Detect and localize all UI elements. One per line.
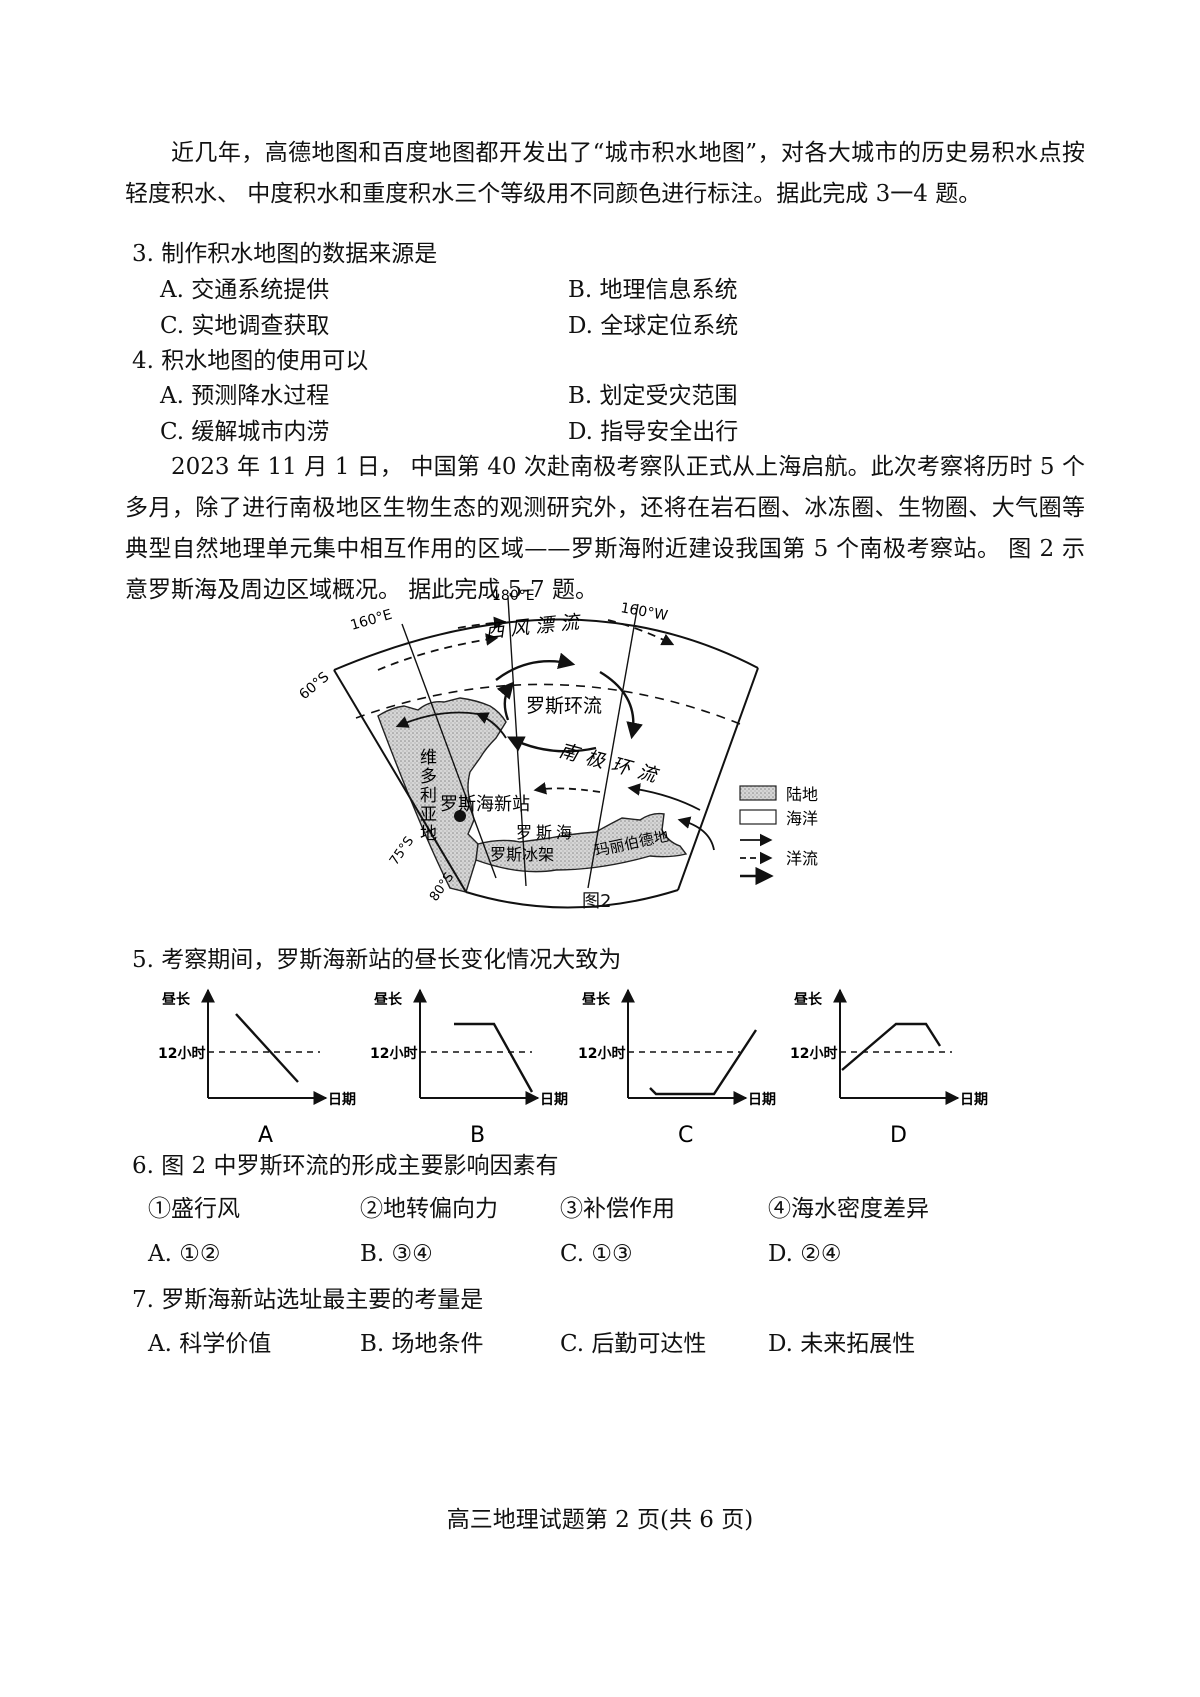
label-ross-gyre: 罗斯环流 <box>526 695 602 717</box>
graph-C-curve <box>649 1029 758 1096</box>
graph-C-option-label: C <box>678 1123 693 1148</box>
question-6-factor-3: ③补偿作用 <box>560 1196 675 1222</box>
graph-D-y-label: 昼长 <box>794 991 823 1008</box>
question-6-option-a: A. ①② <box>148 1241 221 1267</box>
label-station: 罗斯海新站 <box>440 794 530 815</box>
question-3-option-a: A. 交通系统提供 <box>160 277 330 303</box>
legend-land: 陆地 <box>786 785 818 804</box>
graph-A-ref-label: 12小时 <box>158 1045 205 1062</box>
question-3-option-c: C. 实地调查获取 <box>160 313 330 339</box>
figure-2-caption: 图2 <box>582 891 612 912</box>
label-160w: 160°W <box>619 600 669 624</box>
legend-ocean: 海洋 <box>786 809 818 828</box>
question-6-factor-2: ②地转偏向力 <box>360 1196 498 1222</box>
legend-current: 洋流 <box>786 849 818 868</box>
graph-B-ref-label: 12小时 <box>370 1045 417 1062</box>
question-6-option-c: C. ①③ <box>560 1241 633 1267</box>
label-west-wind-drift: 西风漂流 <box>484 611 586 643</box>
label-75s: 75°S <box>387 834 417 868</box>
victoria-land-shape <box>377 697 507 893</box>
question-4-stem: 4. 积水地图的使用可以 <box>132 348 369 374</box>
label-ross-ice-shelf: 罗斯冰架 <box>490 845 554 864</box>
question-6-factor-4: ④海水密度差异 <box>768 1196 929 1222</box>
graph-B-option-label: B <box>470 1123 485 1148</box>
graph-A-curve <box>235 1013 299 1083</box>
graph-B-y-label: 昼长 <box>374 991 403 1008</box>
question-7-stem: 7. 罗斯海新站选址最主要的考量是 <box>132 1287 484 1313</box>
graph-D-option-label: D <box>890 1123 907 1148</box>
question-6-stem: 6. 图 2 中罗斯环流的形成主要影响因素有 <box>132 1153 559 1179</box>
question-7-option-a: A. 科学价值 <box>148 1331 272 1357</box>
question-7-option-d: D. 未来拓展性 <box>768 1331 916 1357</box>
graph-A-option-label: A <box>258 1123 273 1148</box>
question-3-option-d: D. 全球定位系统 <box>568 313 739 339</box>
question-4-option-c: C. 缓解城市内涝 <box>160 419 330 445</box>
label-antarctic-current: 南极环流 <box>557 740 667 789</box>
question-3-option-b: B. 地理信息系统 <box>568 277 738 303</box>
graph-B-curve <box>454 1022 534 1093</box>
graph-B-x-label: 日期 <box>540 1092 568 1108</box>
question-6-factor-1: ①盛行风 <box>148 1196 240 1222</box>
ross-ice-shelf-shape <box>475 812 688 873</box>
label-180e: 180°E <box>492 588 535 604</box>
label-ross-sea: 罗斯海 <box>516 823 576 842</box>
graph-D-ref-label: 12小时 <box>790 1045 837 1062</box>
label-60s: 60°S <box>300 669 332 703</box>
question-6-option-d: D. ②④ <box>768 1241 842 1267</box>
question-7-option-c: C. 后勤可达性 <box>560 1331 707 1357</box>
question-3-stem: 3. 制作积水地图的数据来源是 <box>132 241 438 267</box>
question-6-option-b: B. ③④ <box>360 1241 433 1267</box>
question-4-option-a: A. 预测降水过程 <box>160 383 330 409</box>
intro-paragraph-1: 近几年，高德地图和百度地图都开发出了“城市积水地图”，对各大城市的历史易积水点按… <box>125 140 1085 207</box>
question-4-option-b: B. 划定受灾范围 <box>568 383 738 409</box>
question-5-stem: 5. 考察期间，罗斯海新站的昼长变化情况大致为 <box>132 947 622 973</box>
graph-C-x-label: 日期 <box>748 1092 776 1108</box>
page-footer: 高三地理试题第 2 页(共 6 页) <box>446 1507 754 1533</box>
label-160e: 160°E <box>349 607 394 634</box>
question-7-option-b: B. 场地条件 <box>360 1331 484 1357</box>
graph-C-y-label: 昼长 <box>582 991 611 1008</box>
ross-sea-map: 160°E 180°E 160°W 60°S 75°S 80°S 西风漂流 罗斯… <box>300 588 818 909</box>
station-marker <box>454 810 466 822</box>
intro-paragraph-2: 2023 年 11 月 1 日， 中国第 40 次赴南极考察队正式从上海启航。此… <box>125 454 1085 603</box>
graph-C-ref-label: 12小时 <box>578 1045 625 1062</box>
graph-D-x-label: 日期 <box>960 1092 988 1108</box>
label-victoria-land: 维多利亚地 <box>416 748 437 843</box>
question-4-option-d: D. 指导安全出行 <box>568 419 739 445</box>
graph-D-curve <box>841 1022 942 1071</box>
graph-A-x-label: 日期 <box>328 1092 356 1108</box>
graph-A-y-label: 昼长 <box>162 991 191 1008</box>
